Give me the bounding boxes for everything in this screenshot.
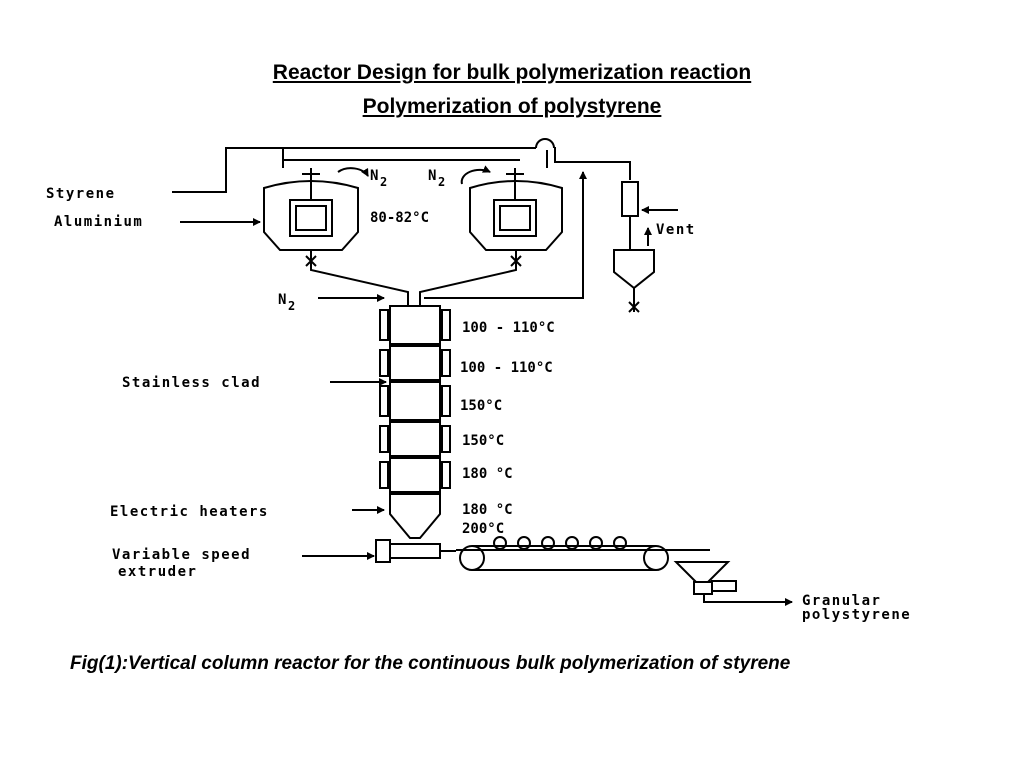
top-return-line <box>554 147 631 180</box>
aluminium-label: Aluminium <box>54 214 143 230</box>
vent-receiver <box>613 249 655 290</box>
extruder-motor <box>375 539 391 563</box>
temp-label-5: 180 °C <box>462 466 513 482</box>
column-cone <box>389 493 441 539</box>
temp-label-6: 180 °C <box>462 502 513 518</box>
n2-right-label: N2 <box>428 168 447 189</box>
extruder-label-line-1: Variable speed <box>112 547 251 563</box>
title-line-1: Reactor Design for bulk polymerization r… <box>272 61 752 84</box>
granular-label-line-1: Granular <box>802 593 881 609</box>
column-section-3 <box>389 381 441 421</box>
styrene-label: Styrene <box>46 186 116 202</box>
temp-label-2: 100 - 110°C <box>460 360 553 376</box>
vent-return-line <box>424 171 587 299</box>
column-section-2 <box>389 345 441 381</box>
temp-label-7: 200°C <box>462 521 504 537</box>
electric-heaters-label: Electric heaters <box>110 504 269 520</box>
right-reactor-vessel <box>469 180 563 251</box>
extruder-barrel <box>389 543 441 559</box>
n2-left-label: N2 <box>370 168 389 189</box>
granular-product-line <box>703 594 793 606</box>
column-section-5 <box>389 457 441 493</box>
stainless-clad-label: Stainless clad <box>122 375 261 391</box>
vent-label: Vent <box>656 222 696 238</box>
granulator-hopper <box>673 561 731 583</box>
column-section-1 <box>389 305 441 345</box>
temp-label-4: 150°C <box>462 433 504 449</box>
granular-label-line-2: polystyrene <box>802 607 911 623</box>
column-section-4 <box>389 421 441 457</box>
styrene-feed-line <box>172 147 536 193</box>
temp-label-1: 100 - 110°C <box>462 320 555 336</box>
extruder-label-line-2: extruder <box>118 564 197 580</box>
title-line-2: Polymerization of polystyrene <box>362 95 662 118</box>
n2-feed-label: N2 <box>278 292 297 313</box>
reactor-temperature-label: 80-82°C <box>370 210 429 226</box>
top-crossover-loop <box>535 138 555 149</box>
vent-condenser <box>621 181 639 217</box>
temp-label-3: 150°C <box>460 398 502 414</box>
left-reactor-vessel <box>263 180 359 251</box>
figure-caption: Fig(1):Vertical column reactor for the c… <box>70 653 791 674</box>
